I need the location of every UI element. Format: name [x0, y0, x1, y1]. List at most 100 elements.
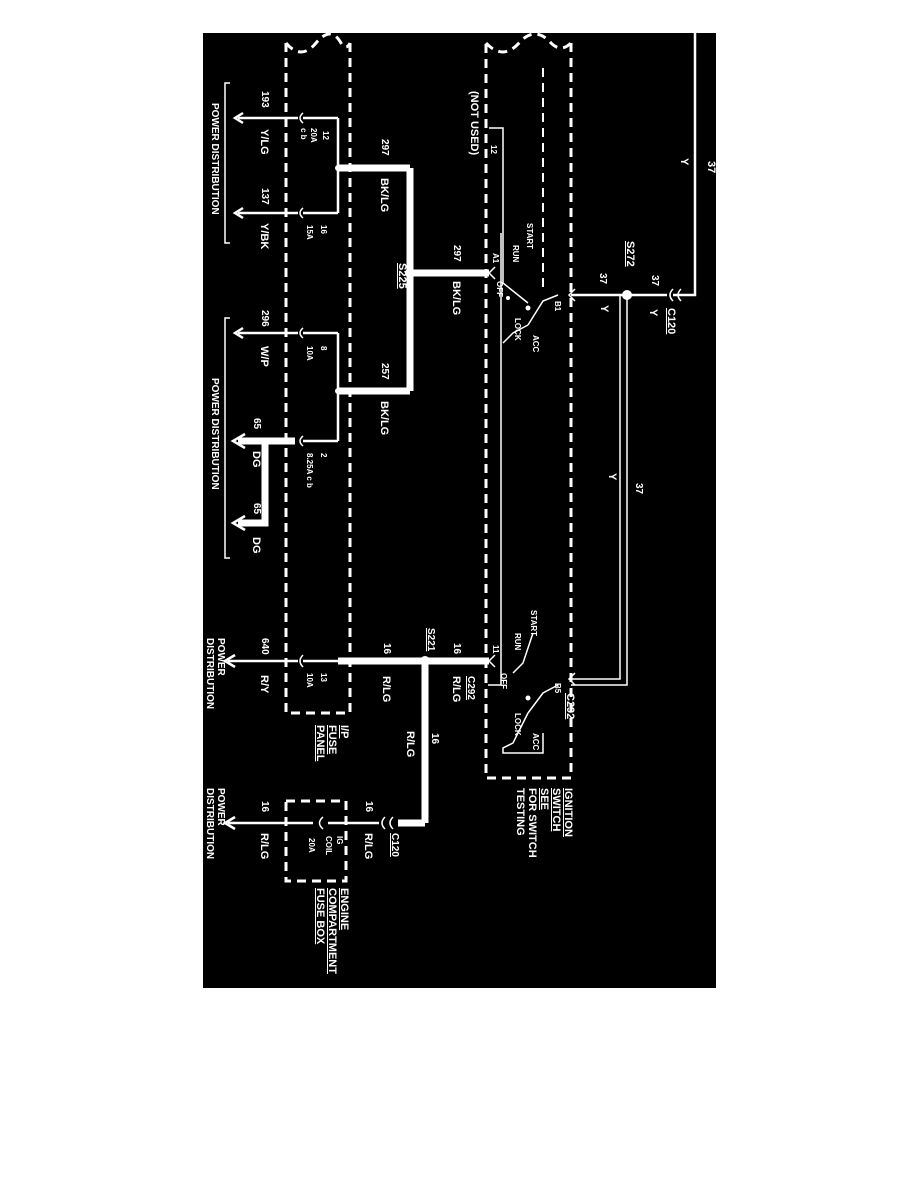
power-distribution-label-3a: POWER [215, 638, 226, 676]
label-wire-37-c120: 37 [649, 275, 660, 287]
wire-16-eng-arrow [222, 815, 236, 831]
ignition-switch-title-2: SWITCH [550, 788, 562, 832]
power-distribution-label-2: POWER DISTRIBUTION [209, 378, 220, 490]
label-sw2-off: OFF [499, 673, 508, 689]
label-fuse-13-pin: 13 [319, 673, 328, 682]
label-ign-pin-12: 12 [489, 145, 498, 154]
wire-640-arrow [222, 653, 236, 669]
label-color-rlg-c292: R/LG [450, 676, 462, 703]
fuse-2-element [299, 435, 304, 447]
label-c120-top: C120 [665, 308, 677, 335]
label-ig-coil-1: IG [335, 836, 344, 845]
label-wire-16-down: 16 [429, 733, 440, 745]
label-ig-coil-3: 20A [307, 838, 316, 853]
label-color-bklg-257: BK/LG [378, 401, 390, 436]
label-color-y-mid: Y [606, 473, 618, 481]
label-s272: S272 [624, 241, 636, 267]
label-fuse-12-pin: 12 [321, 131, 330, 140]
ip-fuse-panel-enclosure [284, 43, 352, 715]
ip-fuse-panel-break [284, 33, 352, 54]
label-b5: B5 [553, 683, 562, 694]
label-wire-37-mid: 37 [633, 483, 644, 495]
wire-37-feed [673, 33, 697, 297]
b1-connector [567, 288, 576, 302]
power-distribution-label-4a: POWER [215, 788, 226, 826]
label-sw2-start: START [529, 610, 538, 637]
switch-2-acc [502, 712, 544, 754]
label-sw2-run: RUN [513, 633, 522, 651]
switch-1-arm [527, 294, 559, 326]
label-color-y-c120: Y [647, 309, 659, 317]
label-c292-left: C292 [465, 676, 476, 700]
label-fuse-13-rating: 10A [305, 673, 314, 688]
label-wire-640: 640 [259, 638, 270, 655]
label-color-y-s272: Y [598, 305, 610, 313]
wire-137-arrow [232, 206, 244, 220]
ignition-switch-title-1: IGNITION [562, 788, 574, 837]
label-wire-16-c292: 16 [451, 643, 462, 655]
label-color-rlg-down: R/LG [404, 731, 416, 758]
not-used-lead [489, 127, 504, 258]
label-color-ybk: Y/BK [258, 223, 270, 250]
switch-1-acc [502, 324, 529, 344]
fuse-8-element [299, 327, 304, 339]
power-dist-bracket-1 [224, 82, 230, 244]
label-color-rlg-fuse: R/LG [380, 676, 392, 703]
power-distribution-label-4b: DISTRIBUTION [204, 788, 215, 860]
label-wire-297-bk: 297 [451, 245, 462, 262]
fuse-13-element [299, 654, 304, 668]
a1-connector [487, 266, 496, 280]
label-wire-137: 137 [259, 188, 270, 205]
fuse-16-element [299, 207, 304, 219]
ignition-switch-for: FOR SWITCH [526, 788, 538, 858]
power-dist-bracket-2 [224, 317, 230, 559]
wire-37-vertical-inner [571, 295, 621, 680]
switch-1-pivot [525, 305, 531, 311]
engine-fuse-box-title-3: FUSE BOX [314, 888, 326, 945]
fuse-12-element [299, 112, 304, 124]
label-fuse-8-rating: 10A [305, 346, 314, 361]
label-fuse-12-cb: c b [299, 128, 308, 140]
ig-coil-fuse-element [318, 816, 324, 830]
engine-fuse-box-title-2: COMPARTMENT [326, 888, 338, 974]
label-wire-65b: 65 [251, 503, 262, 515]
label-sw1-off: OFF [495, 281, 504, 297]
label-color-bklg-top: BK/LG [378, 178, 390, 213]
engine-fuse-box-title-1: ENGINE [338, 888, 350, 931]
label-sw2-lock: LOCK [513, 713, 522, 736]
label-wire-296: 296 [259, 310, 270, 327]
label-sw1-run: RUN [511, 245, 520, 263]
label-sw2-acc: ACC [531, 733, 540, 751]
label-color-bklg-bk: BK/LG [450, 281, 462, 316]
label-ig-coil-2: COIL [324, 836, 333, 856]
c292-left-connector [487, 654, 496, 668]
label-wire-65a: 65 [251, 418, 262, 430]
label-color-ry: R/Y [258, 675, 270, 694]
label-color-rlg-out: R/LG [258, 833, 270, 860]
label-not-used: (NOT USED) [468, 91, 480, 156]
wire-37-vertical-outer [571, 295, 628, 686]
label-fuse-2-pin: 2 [319, 453, 328, 458]
switch-2-contact [512, 632, 534, 674]
wire-296-arrow [232, 326, 244, 340]
label-pin-11: 11 [491, 645, 500, 654]
c120-bottom-connector [381, 816, 394, 830]
power-distribution-label-1: POWER DISTRIBUTION [209, 103, 220, 215]
label-fuse-8-pin: 8 [319, 346, 328, 351]
switch-2-pivot [525, 695, 531, 701]
ignition-switch-break [484, 33, 573, 54]
label-fuse-2-rating: 8.25A c b [305, 453, 314, 488]
label-color-ylg: Y/LG [258, 129, 270, 155]
label-wire-257: 257 [379, 363, 390, 380]
ignition-switch-enclosure [484, 43, 573, 780]
wire-65a-arrow [230, 432, 246, 450]
label-color-dgb: DG [250, 537, 262, 554]
label-b1: B1 [553, 301, 562, 312]
ip-fuse-panel-title-3: PANEL [314, 725, 326, 762]
wire-65b-arrow [230, 514, 246, 532]
label-a1: A1 [491, 253, 500, 264]
label-wire-37-s272: 37 [597, 273, 608, 285]
label-fuse-12-rating: 20A [309, 128, 318, 143]
label-wire-16-fuse: 16 [381, 643, 392, 655]
label-c120-bottom: C120 [389, 833, 400, 857]
